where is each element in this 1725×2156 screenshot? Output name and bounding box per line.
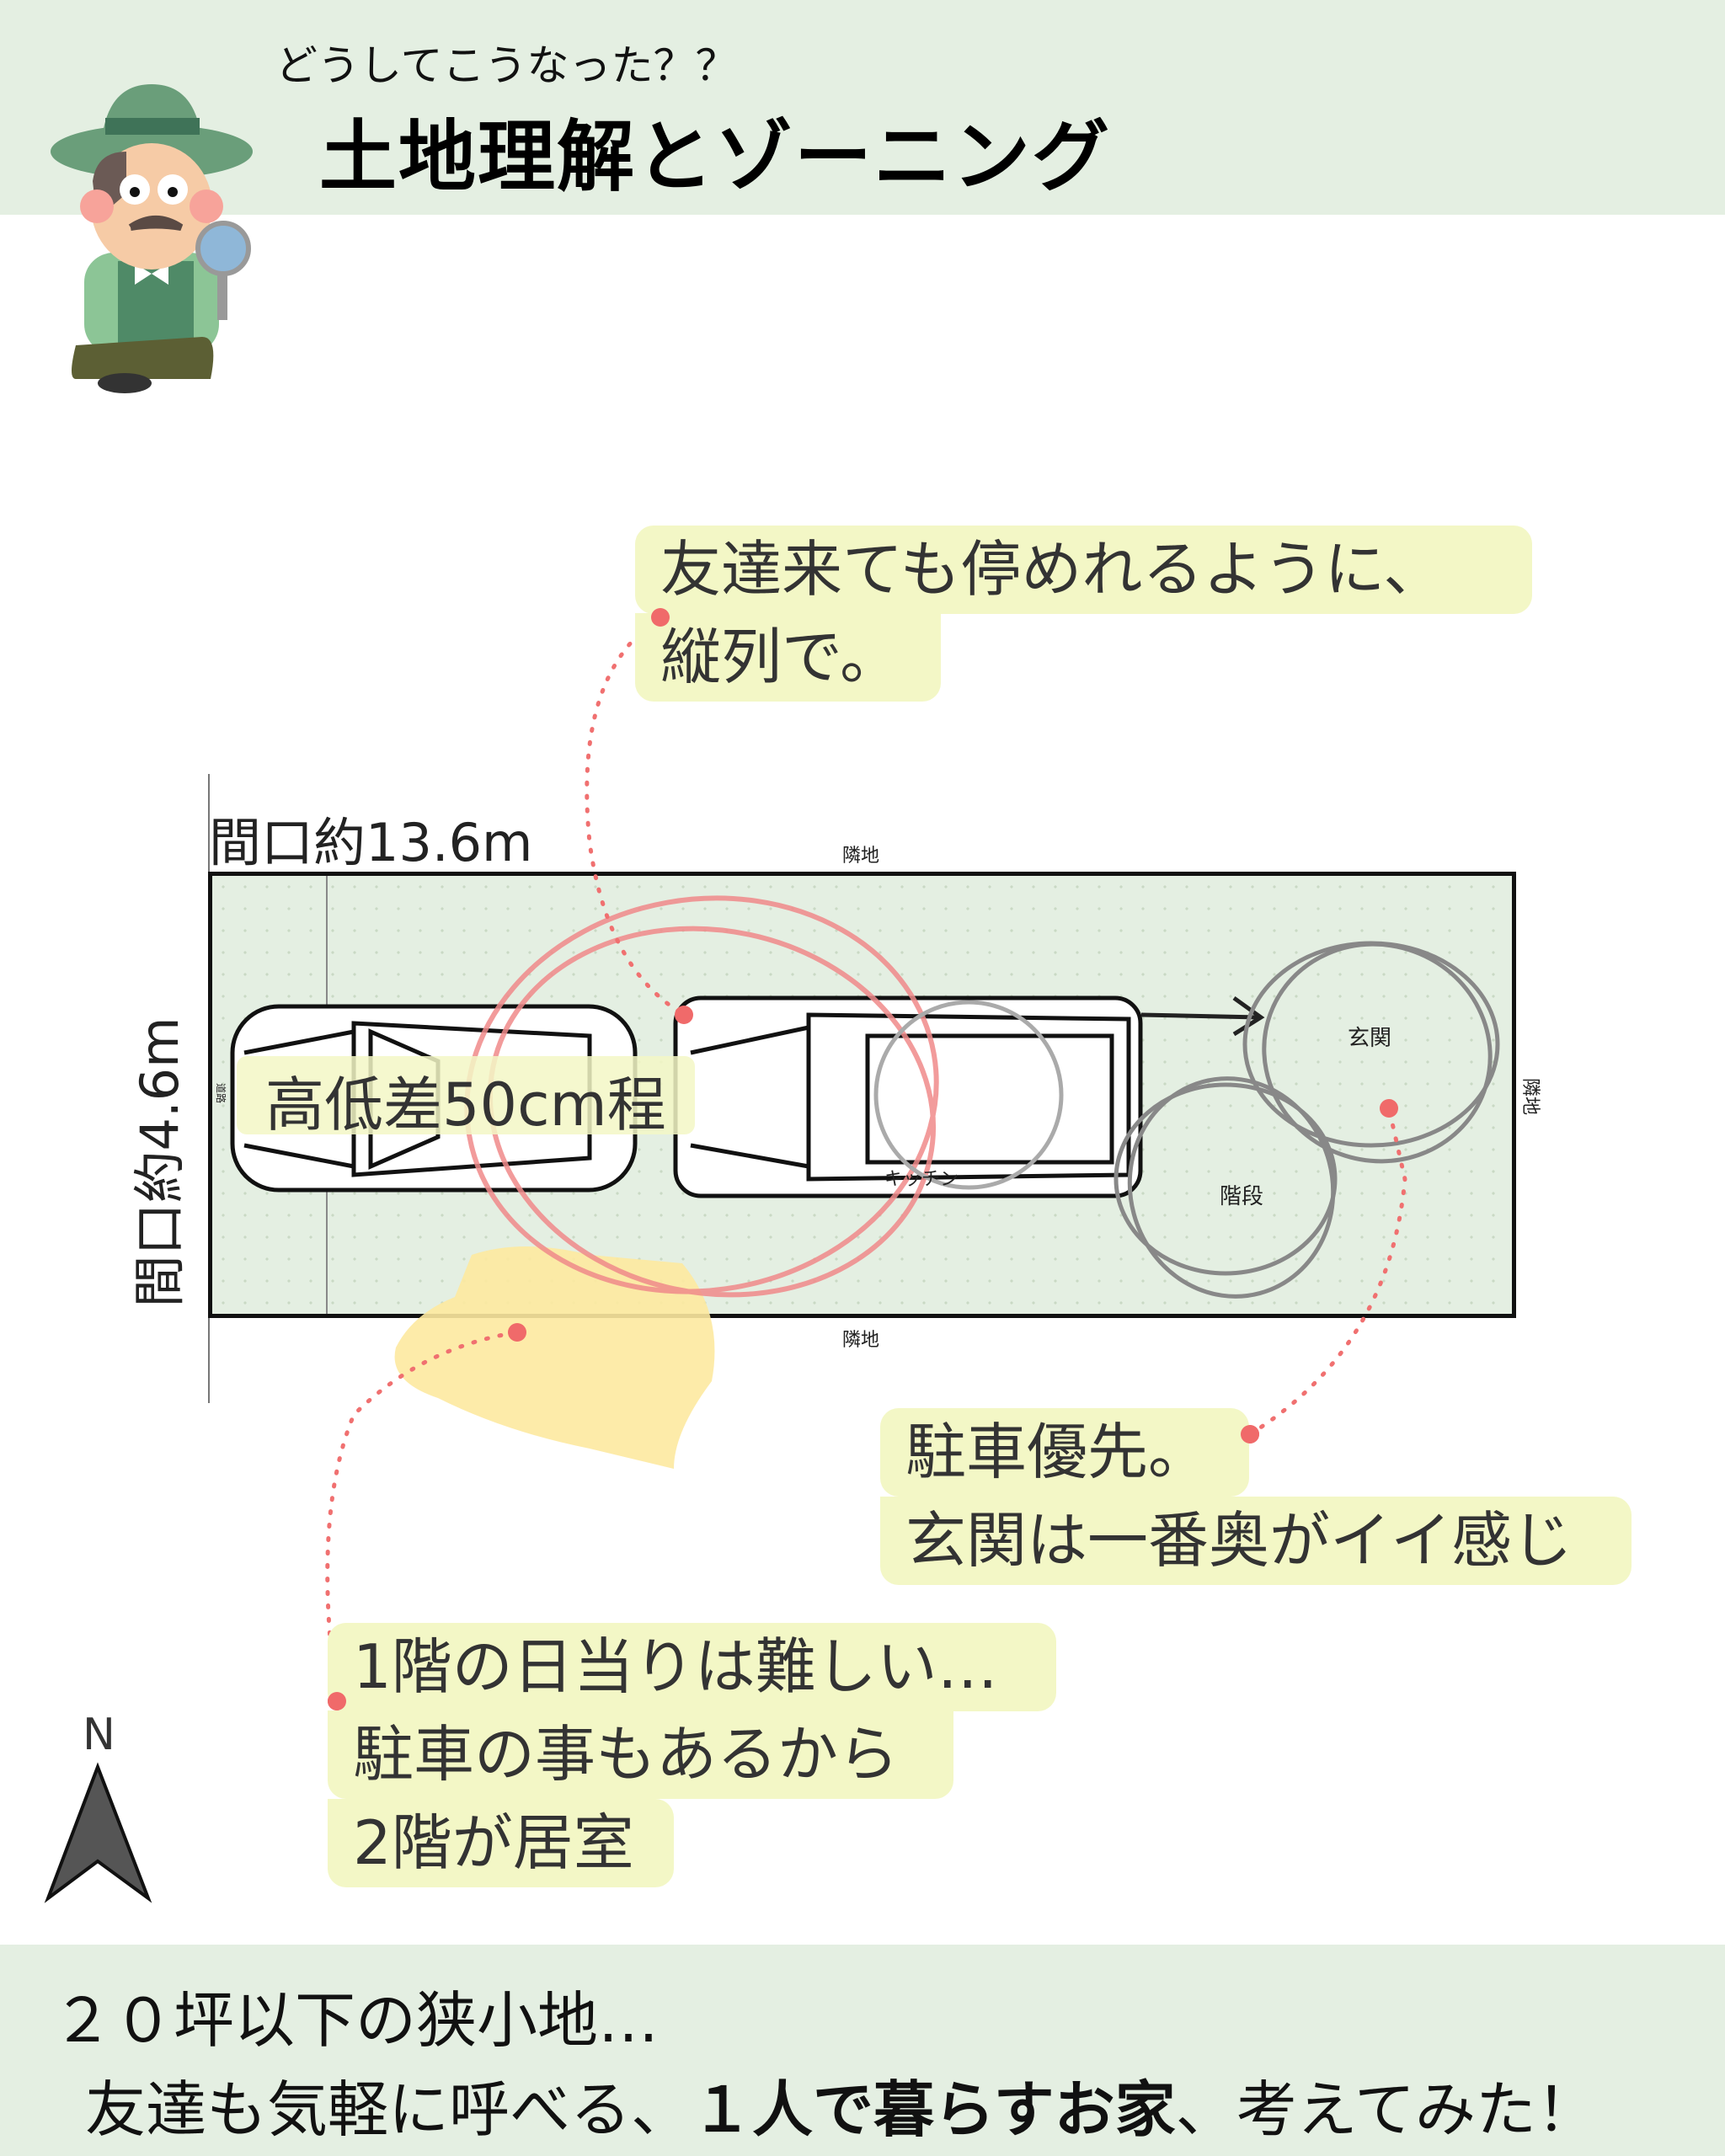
footer-line2-pre: 友達も気軽に呼べる、 (85, 2074, 692, 2145)
kitchen-label: キッチン (884, 1169, 959, 1190)
neighbor-bottom-label: 隣地 (842, 1330, 880, 1351)
north-arrow-icon (44, 1762, 152, 1903)
height-diff-highlight (237, 1056, 695, 1134)
footer-band (0, 1945, 1725, 2156)
callout-entrance-line2: 玄関は一番奥がイイ感じ (880, 1497, 1632, 1585)
callout-sunlight-line3: 2階が居室 (328, 1799, 674, 1887)
callout-parking-line1: 友達来ても停めれるように、 (635, 526, 1532, 614)
stairs-label: 階段 (1220, 1184, 1264, 1209)
north-label: N (83, 1710, 115, 1760)
footer-line2-post: 、考えてみた！ (1175, 2074, 1597, 2145)
entrance-label: 玄関 (1348, 1026, 1392, 1051)
height-diff-label: 高低差50cm程 (265, 1070, 666, 1139)
callout-parking-line2: 縦列で。 (635, 613, 941, 702)
header-band (0, 0, 1725, 215)
footer-line1: ２０坪以下の狭小地… (52, 1985, 660, 2056)
callout-sunlight-line1: 1階の日当りは難しい… (328, 1623, 1056, 1711)
callout-sunlight-line2: 駐車の事もあるから (328, 1710, 953, 1799)
subtitle: どうしてこうなった？？ (275, 41, 738, 90)
sunlight-blob (394, 1246, 715, 1469)
arrow-icon (1140, 995, 1265, 1037)
footer-line2-bold: １人で暮らすお家 (692, 2074, 1176, 2145)
callout-entrance-line1: 駐車優先。 (880, 1408, 1249, 1497)
frontage-width-label: 間口約13.6m (209, 812, 533, 873)
neighbor-top-label: 隣地 (842, 846, 880, 867)
leader-lines (325, 615, 1407, 1704)
footer-line2: 友達も気軽に呼べる、１人で暮らすお家、考えてみた！ (85, 2060, 1597, 2148)
page-title: 土地理解とゾーニング (319, 112, 1112, 202)
zone-circles (873, 941, 1500, 1299)
